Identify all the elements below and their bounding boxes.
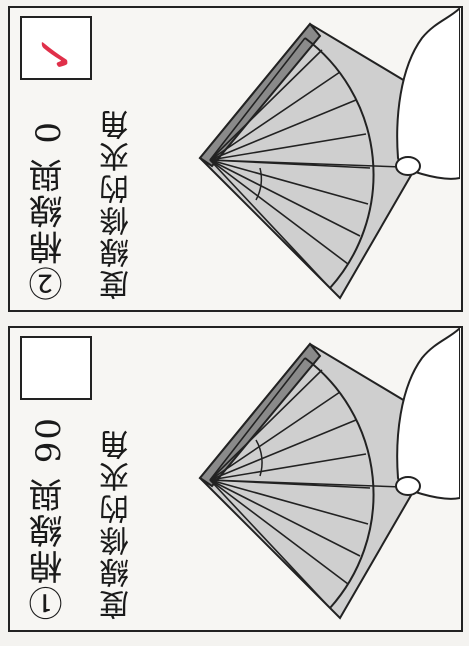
protractor-illustration-2: [198, 8, 460, 300]
hand-shape: [396, 8, 460, 180]
protractor-illustration-1: [198, 328, 460, 620]
protractor-arc: [304, 357, 375, 609]
question-panel-1: ①棉線與 90 度線條的夾角: [8, 326, 463, 632]
option-2-line2: 度線條的夾角: [100, 108, 135, 300]
option-2-line1: ②棉線與 0: [29, 119, 69, 300]
checkmark-icon: ✓: [28, 33, 85, 75]
protractor-arc: [304, 37, 375, 289]
thumb-tip: [395, 476, 421, 496]
protractor-lines: [209, 37, 371, 289]
question-panel-2: ✓ ②棉線與 0 度線條的夾角: [8, 6, 463, 312]
hand-shape: [396, 328, 460, 500]
thread-line: [209, 159, 431, 169]
thumb-tip: [395, 156, 421, 176]
option-1-line1: ①棉線與 90: [29, 415, 69, 620]
answer-checkbox-2[interactable]: ✓: [20, 16, 92, 80]
thread-line: [209, 479, 431, 489]
answer-checkbox-1[interactable]: [20, 336, 92, 400]
option-1-line2: 度線條的夾角: [100, 428, 135, 620]
protractor-lines: [209, 357, 371, 609]
